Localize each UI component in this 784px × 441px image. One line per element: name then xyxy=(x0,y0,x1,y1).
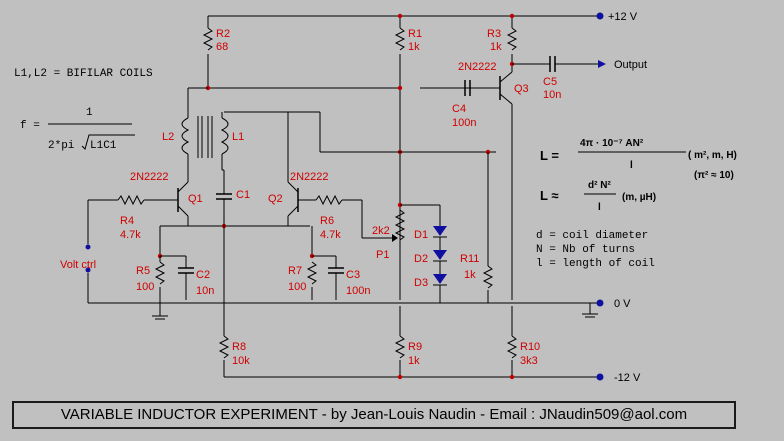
r4-resistor xyxy=(117,194,145,206)
legend-diameter: d = coil diameter xyxy=(536,230,648,242)
r2-resistor xyxy=(202,27,214,51)
inductance-formula: L = 4π · 10⁻⁷ AN² l ( m², m, H) (π² ≈ 10… xyxy=(540,138,737,213)
r6-resistor xyxy=(315,194,343,206)
q2-label: Q2 xyxy=(268,193,283,205)
r10-resistor xyxy=(506,335,518,359)
title-bar: VARIABLE INDUCTOR EXPERIMENT - by Jean-L… xyxy=(12,401,736,429)
r7-value: 100 xyxy=(288,281,306,293)
svg-text:L =: L = xyxy=(540,148,559,163)
r1-label: R1 xyxy=(408,28,422,40)
r3-value: 1k xyxy=(490,41,502,53)
r10-value: 3k3 xyxy=(520,355,538,367)
r11-value: 1k xyxy=(464,269,476,281)
c4-value: 100n xyxy=(452,117,476,129)
svg-text:L ≈: L ≈ xyxy=(540,188,558,203)
c5-value: 10n xyxy=(543,89,561,101)
r3-label: R3 xyxy=(487,28,501,40)
r6-value: 4.7k xyxy=(320,229,341,241)
plus12v-terminal xyxy=(596,12,604,20)
svg-text:4π · 10⁻⁷ AN²: 4π · 10⁻⁷ AN² xyxy=(580,138,644,149)
legend-length: l = length of coil xyxy=(536,258,655,270)
svg-text:(π² ≈ 10): (π² ≈ 10) xyxy=(694,170,734,181)
zero-v-label: 0 V xyxy=(614,298,631,310)
q2-type: 2N2222 xyxy=(290,171,329,183)
q3-type: 2N2222 xyxy=(458,61,497,73)
c2-value: 10n xyxy=(196,285,214,297)
r2-label: R2 xyxy=(216,28,230,40)
svg-text:f =: f = xyxy=(20,120,40,132)
r8-label: R8 xyxy=(232,341,246,353)
r8-resistor xyxy=(218,335,230,359)
r8-value: 10k xyxy=(232,355,250,367)
c4-label: C4 xyxy=(452,103,466,115)
c5-label: C5 xyxy=(543,76,557,88)
r10-label: R10 xyxy=(520,341,540,353)
d3-label: D3 xyxy=(414,277,428,289)
p1-label: P1 xyxy=(376,249,389,261)
c1-label: C1 xyxy=(236,189,250,201)
p1-value: 2k2 xyxy=(372,225,390,237)
output-label: Output xyxy=(614,59,647,71)
l1-l2-transformer xyxy=(181,116,229,158)
r9-value: 1k xyxy=(408,355,420,367)
d1-label: D1 xyxy=(414,229,428,241)
r9-resistor xyxy=(394,335,406,359)
svg-text:l: l xyxy=(598,202,601,213)
q3-label: Q3 xyxy=(514,83,529,95)
r5-value: 100 xyxy=(136,281,154,293)
r7-label: R7 xyxy=(288,265,302,277)
svg-text:d² N²: d² N² xyxy=(588,180,611,191)
coil-note: L1,L2 = BIFILAR COILS xyxy=(14,68,153,80)
c3-value: 100n xyxy=(346,285,370,297)
q1-label: Q1 xyxy=(188,193,203,205)
svg-text:L1C1: L1C1 xyxy=(90,140,117,152)
svg-text:(m, µH): (m, µH) xyxy=(622,192,656,203)
r11-resistor xyxy=(482,265,494,289)
r2-value: 68 xyxy=(216,41,228,53)
d2-diode xyxy=(433,250,447,260)
r1-resistor xyxy=(394,27,406,51)
r4-label: R4 xyxy=(120,215,134,227)
svg-text:l: l xyxy=(630,160,633,171)
d1-diode xyxy=(433,226,447,236)
r9-label: R9 xyxy=(408,341,422,353)
r7-resistor xyxy=(306,261,318,285)
r4-value: 4.7k xyxy=(120,229,141,241)
legend-turns: N = Nb of turns xyxy=(536,244,635,256)
minus12v-label: -12 V xyxy=(614,372,641,384)
r3-resistor xyxy=(506,27,518,51)
l1-label: L1 xyxy=(232,131,244,143)
p1-potentiometer xyxy=(394,209,406,241)
r5-resistor xyxy=(154,261,166,285)
volt-ctrl-label: Volt ctrl xyxy=(60,259,96,271)
c3-label: C3 xyxy=(346,269,360,281)
r5-label: R5 xyxy=(136,265,150,277)
svg-text:1: 1 xyxy=(86,107,93,119)
d2-label: D2 xyxy=(414,253,428,265)
l2-label: L2 xyxy=(162,131,174,143)
zero-v-terminal xyxy=(596,299,604,307)
c2-label: C2 xyxy=(196,269,210,281)
plus12v-label: +12 V xyxy=(608,11,638,23)
d3-diode xyxy=(433,274,447,284)
minus12v-terminal xyxy=(596,373,604,381)
svg-text:( m², m, H): ( m², m, H) xyxy=(688,150,737,161)
svg-text:2*pi: 2*pi xyxy=(48,140,75,152)
title-text: VARIABLE INDUCTOR EXPERIMENT - by Jean-L… xyxy=(60,406,688,423)
frequency-formula: f = 1 2*pi L1C1 xyxy=(20,107,135,152)
q1-type: 2N2222 xyxy=(130,171,169,183)
r6-label: R6 xyxy=(320,215,334,227)
r11-label: R11 xyxy=(460,253,479,265)
r1-value: 1k xyxy=(408,41,420,53)
